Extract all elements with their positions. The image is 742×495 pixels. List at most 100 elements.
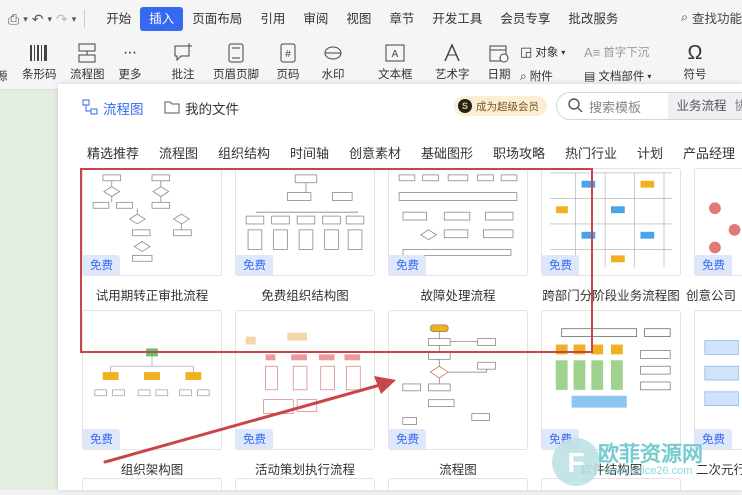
template-title[interactable]: 故障处理流程 bbox=[420, 289, 496, 303]
menu-grading[interactable]: 批改服务 bbox=[568, 12, 619, 26]
template-card[interactable]: 免费 bbox=[694, 168, 742, 276]
template-card[interactable]: 免费 bbox=[235, 310, 375, 450]
template-thumbnail bbox=[550, 172, 672, 268]
tab-my-files[interactable]: 我的文件 bbox=[164, 98, 239, 118]
more-button[interactable]: ∙∙∙ 更多 bbox=[117, 40, 143, 82]
template-title[interactable]: 流程图 bbox=[439, 463, 477, 477]
attachment-button[interactable]: ⌕ 附件 bbox=[520, 68, 553, 84]
menu-home[interactable]: 开始 bbox=[106, 12, 132, 26]
category-tab[interactable]: 组织结构 bbox=[218, 146, 271, 161]
category-tab[interactable]: 计划 bbox=[637, 146, 664, 161]
dialog-header: 流程图 我的文件 S 成为超级会员 搜索模板 业务流程协 bbox=[58, 84, 742, 129]
dropdown-icon[interactable]: ▾ bbox=[47, 13, 52, 24]
template-thumbnail bbox=[704, 340, 739, 406]
textbox-label: 文本框 bbox=[378, 69, 413, 81]
template-search-input[interactable]: 搜索模板 业务流程协 bbox=[556, 92, 742, 120]
watermark-icon bbox=[320, 40, 346, 66]
barcode-icon bbox=[26, 40, 52, 66]
template-card[interactable]: 免费 bbox=[541, 168, 681, 276]
menu-review[interactable]: 审阅 bbox=[303, 12, 329, 26]
template-thumbnail bbox=[92, 174, 192, 262]
dropdown-icon[interactable]: ▾ bbox=[71, 13, 77, 24]
search-command-label: 查找功能 bbox=[691, 12, 742, 26]
category-tab[interactable]: 热门行业 bbox=[565, 146, 618, 161]
category-tab[interactable]: 创意素材 bbox=[349, 146, 402, 161]
flowchart-button[interactable]: 流程图 bbox=[70, 40, 105, 82]
dropcap-button[interactable]: A≡ 首字下沉 bbox=[584, 44, 649, 60]
template-card[interactable] bbox=[388, 478, 528, 490]
textbox-button[interactable]: A 文本框 bbox=[378, 40, 413, 82]
header-footer-label: 页眉页脚 bbox=[213, 69, 259, 81]
menu-member[interactable]: 会员专享 bbox=[500, 12, 551, 26]
template-card[interactable]: 免费 bbox=[694, 310, 742, 450]
template-title[interactable]: 组织架构图 bbox=[120, 463, 184, 477]
category-tab[interactable]: 流程图 bbox=[159, 146, 199, 161]
divider bbox=[84, 10, 86, 28]
free-badge: 免费 bbox=[389, 255, 426, 275]
free-badge: 免费 bbox=[695, 429, 732, 449]
wordart-button[interactable]: 艺术字 bbox=[435, 40, 470, 82]
free-badge: 免费 bbox=[695, 255, 732, 275]
redo-icon[interactable]: ↷ bbox=[56, 10, 68, 27]
omega-icon: Ω bbox=[687, 41, 703, 64]
menu-developer[interactable]: 开发工具 bbox=[432, 12, 483, 26]
comment-label: 批注 bbox=[171, 69, 195, 81]
print-icon[interactable]: ⎙ bbox=[8, 10, 20, 27]
comment-button[interactable]: 批注 bbox=[170, 40, 196, 82]
category-tab[interactable]: 时间轴 bbox=[290, 146, 330, 161]
template-card[interactable]: 免费 bbox=[82, 168, 222, 276]
template-title[interactable]: 创意公司 bbox=[686, 289, 737, 303]
menu-page-layout[interactable]: 页面布局 bbox=[192, 12, 243, 26]
template-title[interactable]: 二次元行 bbox=[696, 463, 742, 477]
search-command[interactable]: ⌕ 查找功能 bbox=[681, 8, 742, 27]
category-tab[interactable]: 基础图形 bbox=[421, 146, 474, 161]
dropcap-icon: A≡ bbox=[584, 44, 601, 60]
template-title[interactable]: 活动策划执行流程 bbox=[254, 463, 355, 477]
free-badge: 免费 bbox=[83, 429, 120, 449]
template-card[interactable]: 免费 bbox=[541, 310, 681, 450]
template-thumbnail bbox=[709, 202, 741, 254]
doc-parts-icon: ▤ bbox=[584, 69, 596, 83]
template-card[interactable]: 免费 bbox=[235, 168, 375, 276]
page-number-button[interactable]: # 页码 bbox=[275, 40, 301, 82]
menu-references[interactable]: 引用 bbox=[260, 12, 286, 26]
template-thumbnail bbox=[245, 174, 365, 250]
more-icon: ∙∙∙ bbox=[123, 44, 137, 61]
object-button[interactable]: ◲ 对象 ▾ bbox=[520, 44, 565, 60]
menu-view[interactable]: 视图 bbox=[346, 12, 372, 26]
symbol-label: 符号 bbox=[683, 69, 707, 81]
menu-insert[interactable]: 插入 bbox=[140, 7, 184, 31]
template-card[interactable]: 免费 bbox=[82, 310, 222, 450]
header-footer-icon bbox=[223, 40, 249, 66]
barcode-button[interactable]: 条形码 bbox=[22, 40, 57, 82]
template-title[interactable]: 试用期转正审批流程 bbox=[95, 289, 209, 303]
template-card[interactable]: 免费 bbox=[388, 310, 528, 450]
svg-text:A: A bbox=[392, 49, 399, 60]
template-card[interactable] bbox=[235, 478, 375, 490]
template-card[interactable] bbox=[82, 478, 222, 490]
search-icon bbox=[567, 97, 583, 116]
template-title[interactable]: 跨部门分阶段业务流程图 bbox=[542, 289, 680, 303]
category-tab[interactable]: 产品经理 bbox=[683, 146, 736, 161]
ribbon-cut-text: 源 bbox=[0, 71, 8, 83]
undo-icon[interactable]: ↶ bbox=[31, 10, 44, 27]
symbol-button[interactable]: Ω 符号 bbox=[682, 40, 708, 82]
watermark-logo-icon: F bbox=[552, 438, 600, 486]
vip-upgrade-button[interactable]: S 成为超级会员 bbox=[454, 96, 547, 116]
watermark-button[interactable]: 水印 bbox=[320, 40, 346, 82]
template-card[interactable]: 免费 bbox=[388, 168, 528, 276]
wordart-icon bbox=[439, 40, 465, 66]
chevron-down-icon: ▾ bbox=[647, 71, 652, 81]
template-title[interactable]: 免费组织结构图 bbox=[261, 289, 349, 303]
tab-flowchart[interactable]: 流程图 bbox=[82, 98, 144, 118]
category-tab[interactable]: 精选推荐 bbox=[87, 146, 140, 161]
template-thumbnail bbox=[398, 174, 518, 256]
header-footer-button[interactable]: 页眉页脚 bbox=[213, 40, 259, 82]
category-tab[interactable]: 职场攻略 bbox=[493, 146, 546, 161]
doc-parts-button[interactable]: ▤ 文档部件 ▾ bbox=[584, 68, 651, 84]
date-button[interactable]: 日期 bbox=[486, 40, 512, 82]
dropdown-icon[interactable]: ▾ bbox=[23, 13, 28, 24]
menu-section[interactable]: 章节 bbox=[389, 12, 415, 26]
site-watermark: F 欧菲资源网 www.office26.com bbox=[548, 432, 742, 490]
search-scope-tag[interactable]: 业务流程协 bbox=[668, 93, 742, 119]
